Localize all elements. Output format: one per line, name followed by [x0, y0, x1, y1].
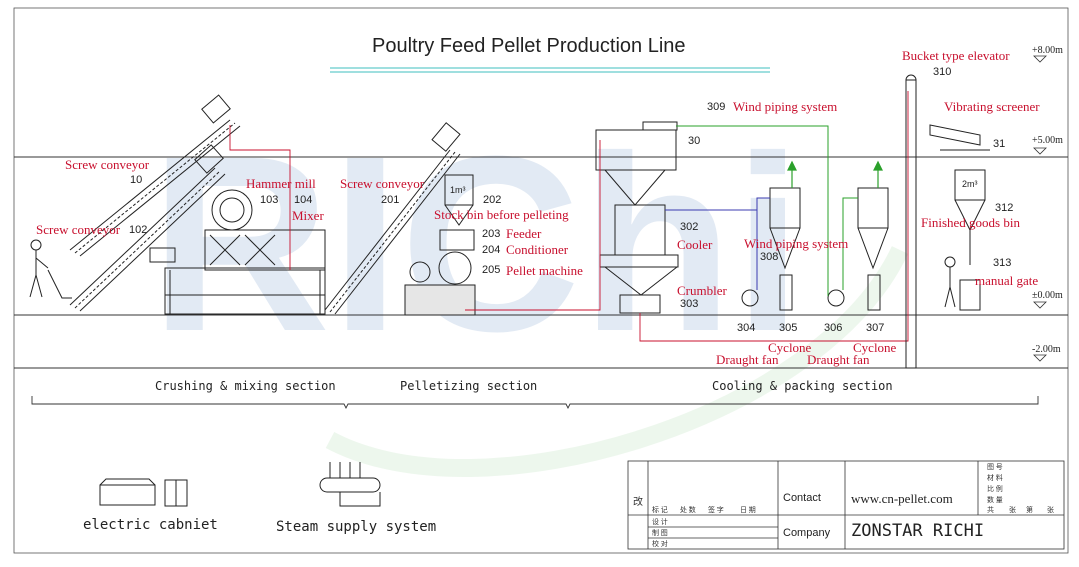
- label-mixer: Mixer: [292, 208, 324, 223]
- tb-sheet-label-1: 共: [987, 506, 994, 514]
- screener-bin-shape: [929, 124, 990, 311]
- label-cyclone-307: Cyclone: [853, 340, 897, 355]
- bucket-elevator-shape: [905, 74, 917, 369]
- hammer-mill-mixer-shape: [149, 189, 326, 315]
- label-wind-piping-309: Wind piping system: [733, 99, 838, 114]
- finished-bin-capacity: 2m³: [962, 179, 978, 189]
- steam-supply-icon: [319, 462, 381, 507]
- tb-sheet-label-3: 第: [1026, 506, 1033, 514]
- tb-contact-label: Contact: [783, 492, 821, 504]
- label-screw-conveyor-102: Screw conveyor: [36, 222, 121, 237]
- num-308: 308: [760, 251, 779, 263]
- label-feeder: Feeder: [506, 226, 542, 241]
- tb-row-label-2: 处 数: [680, 506, 696, 514]
- tb-left-label-2: 制 图: [652, 529, 668, 537]
- num-104: 104: [294, 194, 313, 206]
- label-pellet-machine: Pellet machine: [506, 263, 583, 278]
- tb-right-label-1: 图 号: [987, 463, 1003, 471]
- richi-watermark: RIChi: [150, 104, 803, 383]
- label-hammer-mill: Hammer mill: [246, 176, 316, 191]
- legend-steam-supply: Steam supply system: [276, 519, 437, 535]
- num-313: 313: [993, 257, 1012, 269]
- material-flow-lines: [229, 91, 909, 342]
- svg-text:RIChi: RIChi: [150, 104, 803, 383]
- level-label-5m: +5.00m: [1032, 135, 1063, 146]
- num-205: 205: [482, 264, 501, 276]
- section-crushing-mixing: Crushing & mixing section: [155, 379, 336, 393]
- legend-electric-cabinet: electric cabniet: [83, 517, 218, 533]
- tb-sheet-label-2: 张: [1009, 506, 1016, 514]
- level-markers: [1033, 55, 1047, 362]
- tb-left-label-1: 设 计: [652, 518, 668, 526]
- tb-right-label-3: 比 例: [987, 485, 1003, 493]
- tb-right-label-2: 材 料: [987, 474, 1003, 482]
- label-bucket-elevator: Bucket type elevator: [902, 48, 1010, 63]
- label-manual-gate: manual gate: [975, 273, 1039, 288]
- tb-row-label-3: 签 字: [708, 506, 724, 514]
- num-202: 202: [483, 194, 502, 206]
- num-102: 102: [129, 224, 148, 236]
- level-label-0m: ±0.00m: [1032, 290, 1063, 301]
- num-10: 10: [130, 174, 143, 186]
- cooler-shape: [595, 121, 679, 314]
- num-303: 303: [680, 298, 699, 310]
- drawing-border: [13, 7, 1069, 554]
- num-309: 309: [707, 101, 726, 113]
- num-201: 201: [381, 194, 400, 206]
- pellet-machine-shape: [404, 174, 476, 316]
- tb-company-label: Company: [783, 527, 831, 539]
- num-305: 305: [779, 322, 798, 334]
- label-finished-goods-bin: Finished goods bin: [921, 215, 1020, 230]
- label-screw-conveyor-201: Screw conveyor: [340, 176, 425, 191]
- title-block: [627, 460, 1065, 550]
- num-103: 103: [260, 194, 279, 206]
- wind-piping-blue: [665, 197, 770, 290]
- label-cooler: Cooler: [677, 237, 713, 252]
- tb-row-label-1: 标 记: [652, 506, 668, 514]
- electric-cabinet-icon: [99, 478, 188, 507]
- num-312: 312: [995, 202, 1014, 214]
- label-stock-bin: Stock bin before pelleting: [434, 207, 569, 222]
- num-310: 310: [933, 66, 952, 78]
- tb-sheet-label-4: 张: [1047, 506, 1054, 514]
- tb-row-label-4: 日 期: [740, 506, 756, 514]
- screw-conveyor-201-shape: [324, 122, 461, 315]
- tb-left-label-3: 校 对: [652, 540, 668, 548]
- label-wind-piping-308: Wind piping system: [744, 236, 849, 251]
- stock-bin-capacity: 1m³: [450, 185, 466, 195]
- label-crumbler: Crumbler: [677, 283, 727, 298]
- label-draught-fan-304: Draught fan: [716, 352, 779, 367]
- wind-piping-green: [676, 125, 858, 296]
- tb-contact-value: www.cn-pellet.com: [851, 491, 953, 506]
- num-30: 30: [688, 135, 701, 147]
- num-204: 204: [482, 244, 501, 256]
- num-31: 31: [993, 138, 1006, 150]
- section-cooling-packing: Cooling & packing section: [712, 379, 893, 393]
- label-conditioner: Conditioner: [506, 242, 569, 257]
- screw-conveyor-102-shape: [69, 144, 226, 312]
- level-label-neg2m: -2.00m: [1032, 344, 1061, 355]
- section-pelletizing: Pelletizing section: [400, 379, 538, 393]
- exhaust-arrows: [787, 160, 883, 188]
- operator-figure-left: [29, 239, 72, 299]
- num-302: 302: [680, 221, 699, 233]
- section-brace: [31, 396, 1039, 410]
- label-screw-conveyor-10: Screw conveyor: [65, 157, 150, 172]
- num-203: 203: [482, 228, 501, 240]
- label-draught-fan-306: Draught fan: [807, 352, 870, 367]
- level-label-8m: +8.00m: [1032, 45, 1063, 56]
- diagram-title: Poultry Feed Pellet Production Line: [372, 35, 686, 57]
- tb-right-label-4: 数 量: [987, 496, 1003, 504]
- label-cyclone-305: Cyclone: [768, 340, 812, 355]
- num-307: 307: [866, 322, 885, 334]
- num-304: 304: [737, 322, 756, 334]
- cyclones-fans-shape: [741, 187, 889, 311]
- label-vibrating-screener: Vibrating screener: [944, 99, 1040, 114]
- tb-change-mark: 改: [633, 497, 643, 508]
- num-306: 306: [824, 322, 843, 334]
- tb-company-value: ZONSTAR RICHI: [851, 521, 985, 541]
